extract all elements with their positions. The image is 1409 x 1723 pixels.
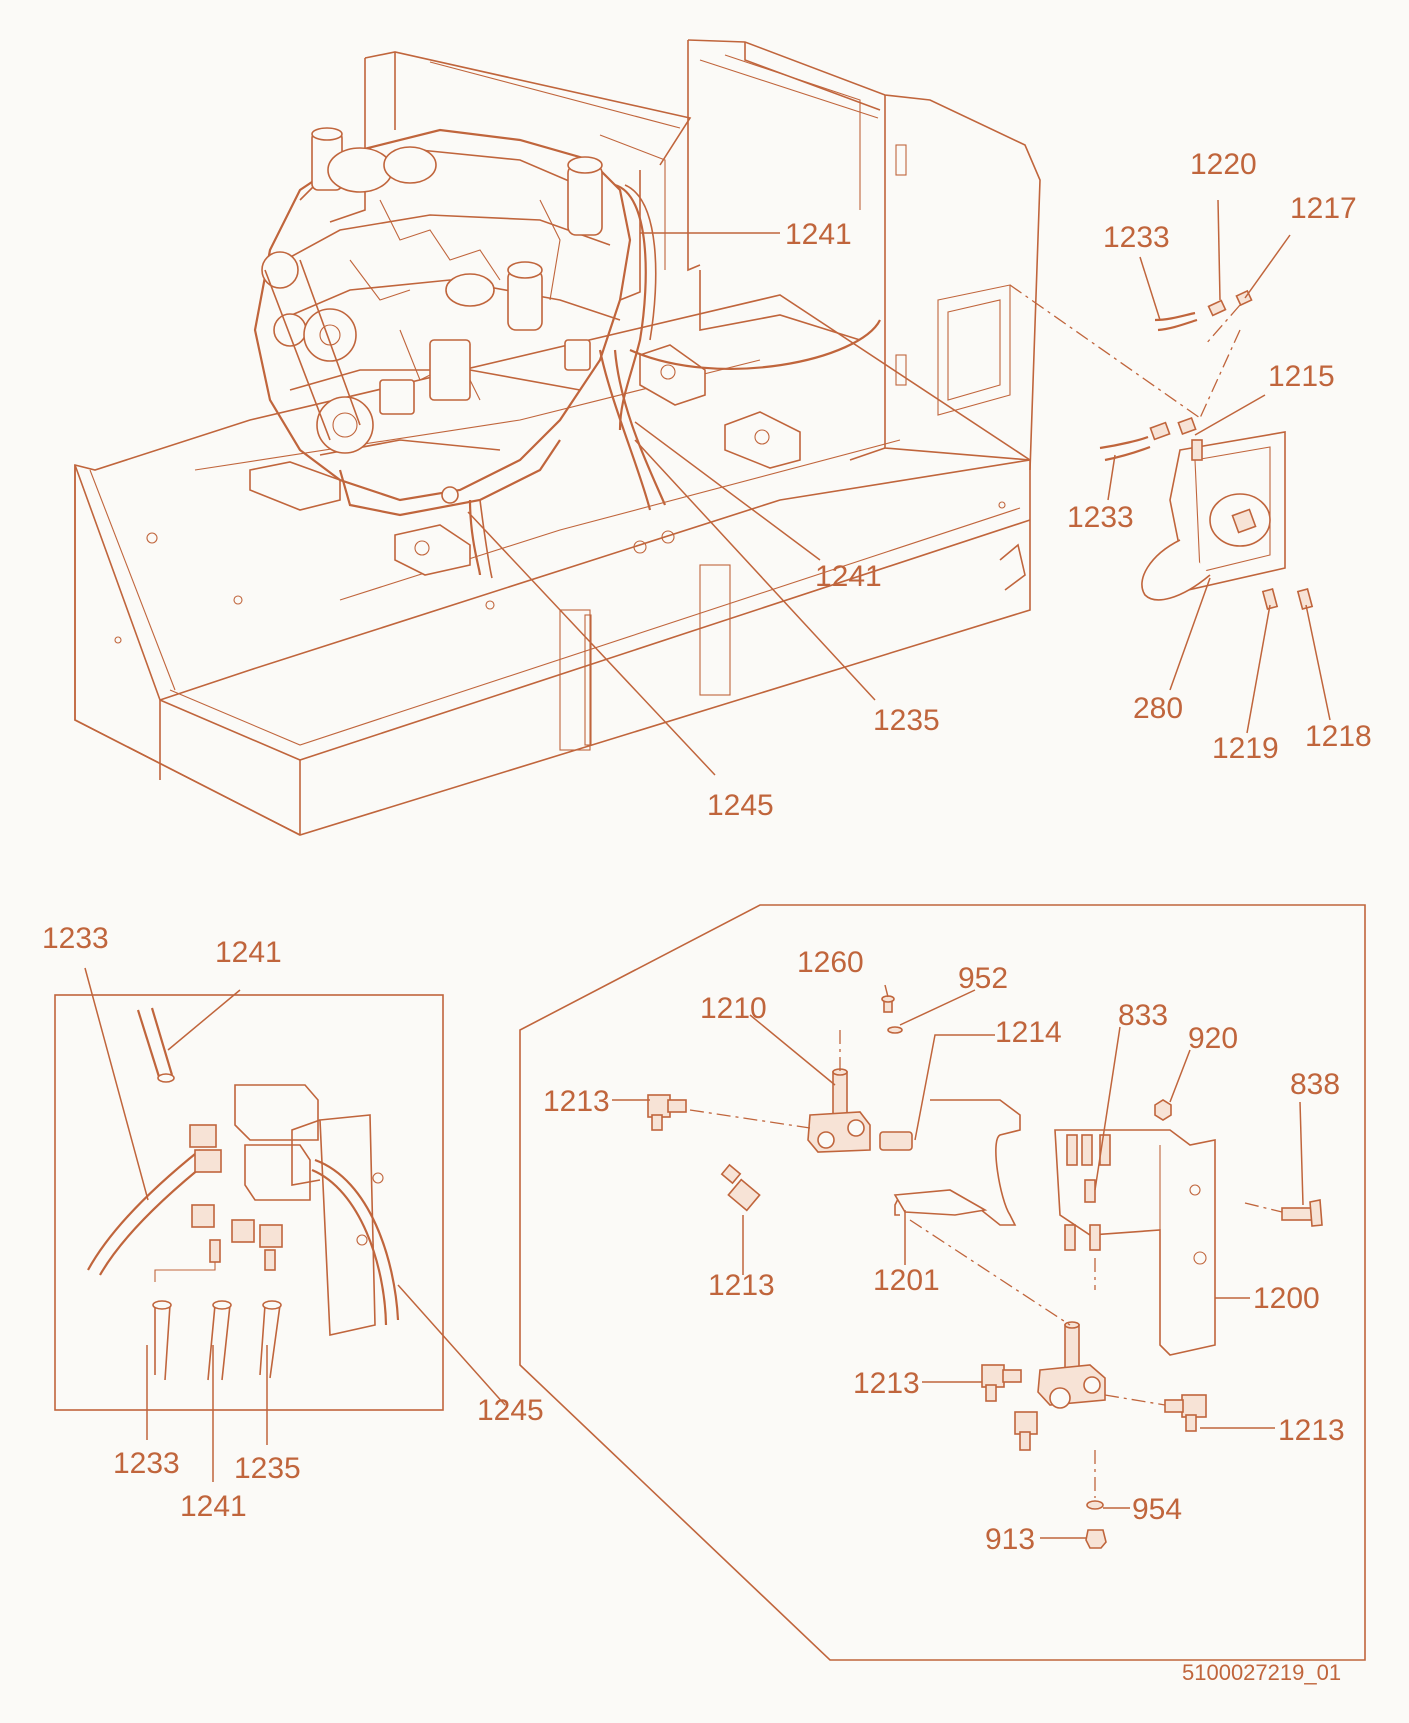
label-1200: 1200 — [1253, 1282, 1320, 1315]
detail-right — [519, 904, 1366, 1661]
label-1210: 1210 — [700, 992, 767, 1025]
label-913: 913 — [985, 1523, 1035, 1556]
label-1215: 1215 — [1268, 360, 1335, 393]
label-1241-a: 1241 — [785, 218, 852, 251]
label-833: 833 — [1118, 999, 1168, 1032]
label-1219: 1219 — [1212, 732, 1279, 765]
label-952: 952 — [958, 962, 1008, 995]
label-838: 838 — [1290, 1068, 1340, 1101]
label-1241-c: 1241 — [215, 936, 282, 969]
main-view-labels: 1241 1241 1235 1245 1220 1217 1233 1215 … — [707, 148, 1372, 822]
label-1245-b: 1245 — [477, 1394, 544, 1427]
label-954: 954 — [1132, 1493, 1182, 1526]
label-1260: 1260 — [797, 946, 864, 979]
label-1213-d: 1213 — [1278, 1414, 1345, 1447]
label-1233-d: 1233 — [113, 1447, 180, 1480]
label-1213-b: 1213 — [708, 1269, 775, 1302]
detail-left — [54, 967, 506, 1482]
label-1233-a: 1233 — [1103, 221, 1170, 254]
label-1213-c: 1213 — [853, 1367, 920, 1400]
label-1241-d: 1241 — [180, 1490, 247, 1523]
base-frame — [74, 294, 1031, 836]
label-1201: 1201 — [873, 1264, 940, 1297]
main-assembly-view — [74, 39, 1331, 836]
label-1217: 1217 — [1290, 192, 1357, 225]
detail-left-labels: 1233 1241 1245 1233 1241 1235 — [42, 922, 544, 1523]
engine-brackets — [249, 344, 801, 576]
label-920: 920 — [1188, 1022, 1238, 1055]
label-1233-b: 1233 — [1067, 501, 1134, 534]
label-1213-a: 1213 — [543, 1085, 610, 1118]
label-1233-c: 1233 — [42, 922, 109, 955]
main-view-leaders — [467, 199, 1331, 776]
detail-right-labels: 1260 952 1210 1214 833 920 838 1213 1213… — [543, 946, 1345, 1556]
rear-panel — [329, 51, 692, 301]
engine — [253, 127, 881, 579]
label-1235-b: 1235 — [234, 1452, 301, 1485]
label-1214: 1214 — [995, 1016, 1062, 1049]
fuel-assembly-280 — [1009, 284, 1314, 610]
label-1220: 1220 — [1190, 148, 1257, 181]
right-enclosure — [687, 39, 1041, 471]
label-1218: 1218 — [1305, 720, 1372, 753]
label-1241-b: 1241 — [815, 560, 882, 593]
label-280: 280 — [1133, 692, 1183, 725]
label-1235: 1235 — [873, 704, 940, 737]
document-id: 5100027219_01 — [1182, 1660, 1341, 1685]
label-1245: 1245 — [707, 789, 774, 822]
